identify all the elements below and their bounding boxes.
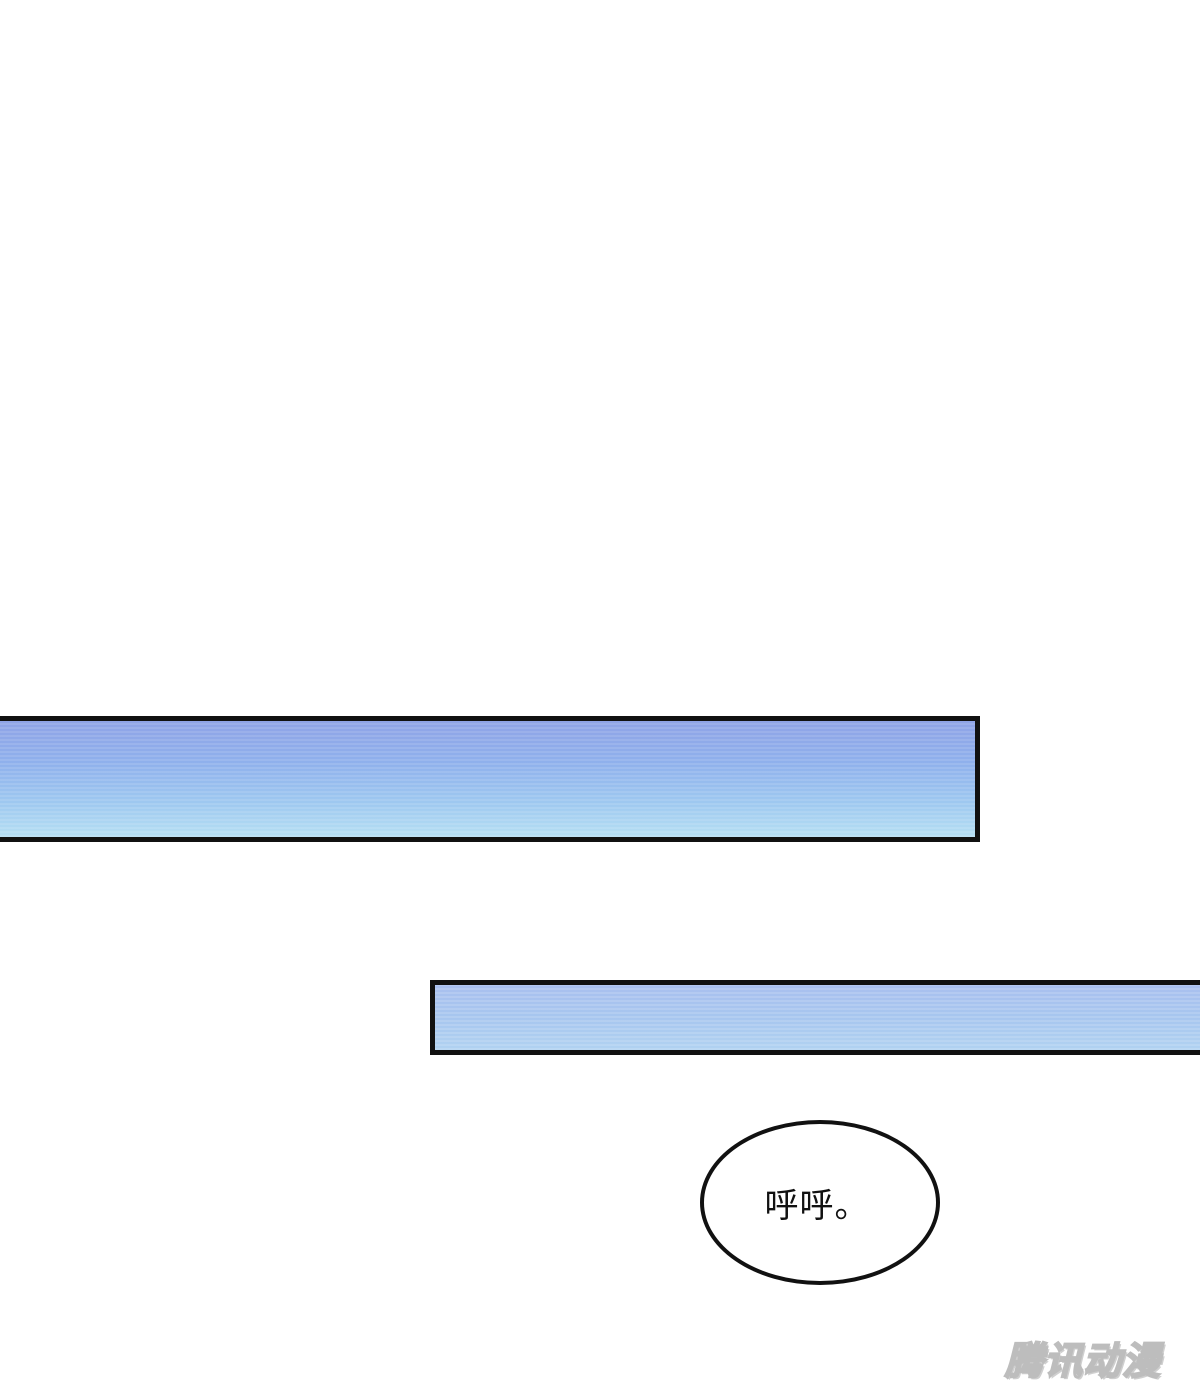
- speech-bubble: 呼呼。: [700, 1120, 940, 1285]
- lower-sky-panel: [430, 980, 1200, 1055]
- speech-bubble-text: 呼呼。: [764, 1186, 870, 1226]
- watermark-logo: 腾讯动漫: [988, 1332, 1178, 1384]
- upper-sky-panel: [0, 716, 980, 842]
- watermark-text: 腾讯动漫: [1004, 1338, 1161, 1384]
